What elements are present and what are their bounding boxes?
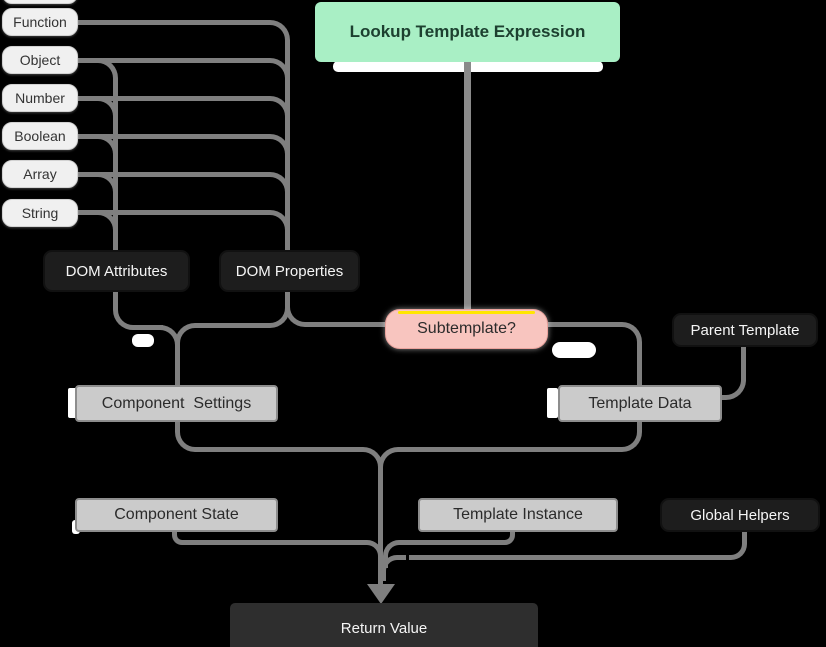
type-node-object: Object	[2, 46, 78, 74]
template-data-node: Template Data	[558, 385, 722, 422]
component-state-node: Component State	[75, 498, 278, 532]
connector-curve	[266, 20, 290, 50]
template-instance-label: Template Instance	[453, 506, 583, 523]
type-node-label: Function	[13, 14, 67, 30]
dom-attributes-node: DOM Attributes	[43, 250, 190, 292]
type-node-label: Array	[23, 166, 57, 182]
connector-outer-trunk	[285, 45, 290, 250]
connector-templatedata-horizontal	[404, 447, 614, 452]
type-node-array: Array	[2, 160, 78, 188]
type-node-label: Number	[15, 90, 65, 106]
connector-globalhelpers-horizontal	[409, 555, 720, 560]
connector-function-row	[78, 20, 268, 25]
connector-subtemplate-right	[548, 322, 622, 327]
connector-curve	[378, 447, 404, 478]
connector-curve	[113, 298, 141, 330]
connector-string-row	[78, 210, 268, 215]
connector-boolean-row	[78, 134, 268, 139]
dom-attributes-label: DOM Attributes	[65, 262, 168, 280]
global-helpers-label: Global Helpers	[690, 506, 790, 524]
connector-to-templatedata	[637, 348, 642, 385]
template-data-label: Template Data	[588, 394, 692, 412]
connector-curve	[720, 534, 747, 560]
return-value-node: Return Value	[230, 603, 538, 647]
connector-curve	[618, 322, 642, 353]
dom-properties-label: DOM Properties	[235, 262, 344, 280]
global-helpers-node: Global Helpers	[660, 498, 820, 532]
yellow-accent-bar	[398, 311, 535, 314]
arrowhead-down-icon	[367, 584, 395, 604]
parent-template-label: Parent Template	[690, 321, 800, 339]
connector-templateinstance-horizontal	[409, 540, 489, 545]
connector-curve	[175, 323, 199, 353]
type-node-label: Boolean	[14, 128, 66, 144]
type-node-label: String	[21, 205, 59, 221]
connector-curve	[716, 366, 746, 400]
component-state-label: Component State	[114, 506, 239, 523]
connector-lookup-subtemplate	[464, 62, 471, 310]
component-settings-label: Component Settings	[101, 394, 252, 412]
connector-object-row	[78, 58, 268, 63]
type-node-ghost	[2, 0, 78, 4]
type-node-boolean: Boolean	[2, 122, 78, 150]
connector-curve	[356, 540, 383, 568]
component-settings-node: Component Settings	[75, 385, 278, 422]
connector-array-row	[78, 172, 268, 177]
white-glow	[552, 342, 596, 358]
type-node-label: Object	[19, 52, 61, 68]
connector-curve	[383, 540, 409, 568]
connector-merge-settings-trunk	[175, 348, 180, 385]
white-glow	[68, 388, 77, 418]
connector-settings-horizontal	[203, 447, 360, 452]
type-node-number: Number	[2, 84, 78, 112]
connector-curve	[614, 420, 642, 452]
parent-template-node: Parent Template	[672, 313, 818, 347]
connector-domattr-horizontal	[141, 325, 163, 330]
lookup-template-expression-label: Lookup Template Expression	[349, 22, 586, 41]
connector-number-row	[78, 96, 268, 101]
subtemplate-label: Subtemplate?	[417, 320, 516, 337]
connector-curve	[489, 531, 515, 545]
connector-curve	[175, 420, 203, 452]
connector-domprop-left-horizontal	[199, 323, 260, 328]
connector-curve	[285, 294, 313, 327]
connector-curve	[172, 531, 198, 545]
connector-componentstate-horizontal	[198, 540, 359, 545]
connector-parenttemplate-exit	[741, 347, 746, 373]
white-glow	[547, 388, 558, 418]
connector-domprop-to-subtemplate	[313, 322, 385, 327]
template-instance-node: Template Instance	[418, 498, 618, 532]
lookup-template-expression-node: Lookup Template Expression	[315, 2, 620, 62]
dom-properties-node: DOM Properties	[219, 250, 360, 292]
type-node-string: String	[2, 199, 78, 227]
return-value-label: Return Value	[340, 619, 428, 637]
connector-curve	[94, 58, 118, 88]
connector-center-trunk	[378, 473, 383, 585]
subtemplate-decision-node: Subtemplate?	[385, 309, 548, 349]
type-node-function: Function	[2, 8, 78, 36]
connector-inner-trunk	[113, 83, 118, 250]
connector-curve	[381, 555, 406, 581]
white-glow	[132, 334, 154, 347]
